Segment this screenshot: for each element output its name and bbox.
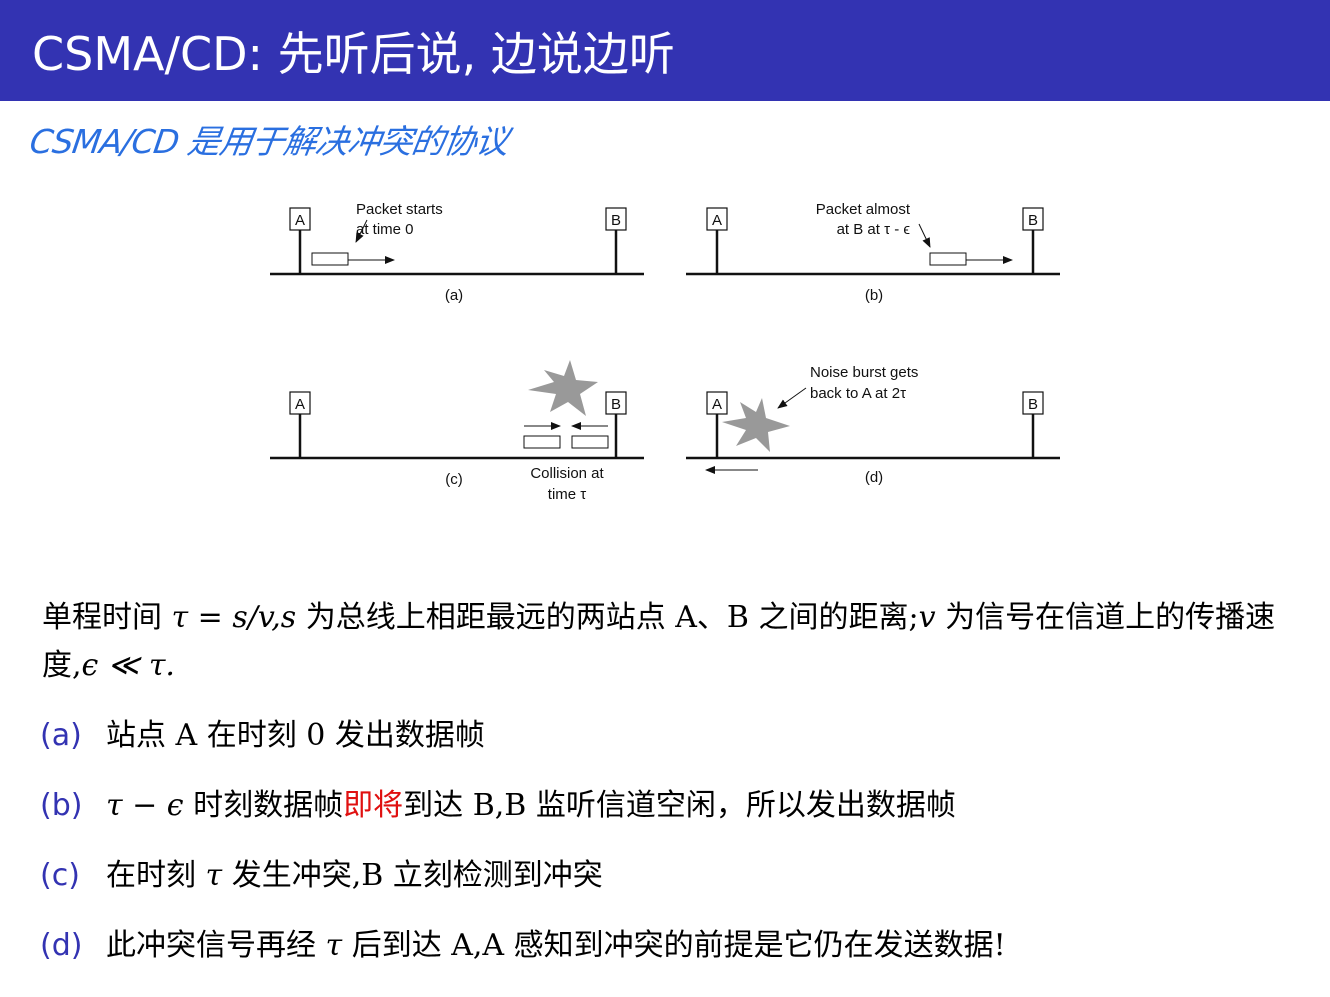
paragraph-math-1: τ = s/v,s <box>171 600 297 635</box>
panel-d-label: (d) <box>865 469 883 486</box>
panel-a-label: (a) <box>445 287 463 304</box>
panel-c-label: (c) <box>445 471 463 488</box>
caption-a-2: at time 0 <box>356 221 414 238</box>
pointer-arrow <box>355 219 368 243</box>
station-b-label: B <box>1028 396 1038 413</box>
item-text: 站点 A 在时刻 0 发出数据帧 <box>106 718 485 753</box>
panel-b-label: (b) <box>865 287 883 304</box>
explanation-paragraph: 单程时间 τ = s/v,s 为总线上相距最远的两站点 A、B 之间的距离;v … <box>42 594 1292 690</box>
panel-c: A B (c) Collision at time τ <box>270 360 644 503</box>
item-marker: (b) <box>40 788 83 823</box>
station-b-box <box>605 207 627 231</box>
item-marker: (c) <box>40 858 80 893</box>
paragraph-math-3: ϵ ≪ τ. <box>81 648 175 683</box>
paragraph-math-2: v <box>918 600 936 635</box>
noise-burst <box>722 398 790 452</box>
station-b-box <box>1022 391 1044 415</box>
item-math: τ <box>325 928 343 963</box>
list-item: (d) 此冲突信号再经 τ 后到达 A,A 感知到冲突的前提是它仍在发送数据! <box>40 922 1006 970</box>
item-text-post: 到达 B,B 监听信道空闲，所以发出数据帧 <box>403 788 956 823</box>
panel-d: A B Noise burst gets back to A at 2τ (d) <box>686 364 1060 486</box>
list-item: (a) 站点 A 在时刻 0 发出数据帧 <box>40 712 485 760</box>
caption-b-2: at B at τ - ϵ <box>837 221 911 238</box>
station-a-box <box>289 391 311 415</box>
item-text-post: 发生冲突,B 立刻检测到冲突 <box>222 858 603 893</box>
item-text-post: 后到达 A,A 感知到冲突的前提是它仍在发送数据! <box>342 928 1006 963</box>
caption-a-1: Packet starts <box>356 201 443 218</box>
caption-b-1: Packet almost <box>816 201 911 218</box>
packet <box>311 252 349 266</box>
caption-c-1: Collision at <box>530 465 604 482</box>
item-math: τ − ϵ <box>106 788 184 823</box>
list-item: (b) τ − ϵ 时刻数据帧即将到达 B,B 监听信道空闲，所以发出数据帧 <box>40 782 956 830</box>
packet-right <box>571 435 609 449</box>
station-b-box <box>605 391 627 415</box>
highlighted-text: 即将 <box>343 788 404 823</box>
paragraph-text-2: 为总线上相距最远的两站点 A、B 之间的距离; <box>296 600 919 635</box>
caption-c-2: time τ <box>548 486 587 503</box>
item-marker: (a) <box>40 718 82 753</box>
item-text: 时刻数据帧 <box>183 788 344 823</box>
caption-d-2: back to A at 2τ <box>810 385 906 402</box>
station-a-box <box>706 207 728 231</box>
item-text: 此冲突信号再经 <box>106 928 326 963</box>
packet <box>929 252 967 266</box>
panel-b: A B Packet almost at B at τ - ϵ (b) <box>686 201 1060 304</box>
station-b-box <box>1022 207 1044 231</box>
station-a-label: A <box>712 212 722 229</box>
panel-a: A B Packet starts at time 0 (a) <box>270 201 644 304</box>
caption-d-1: Noise burst gets <box>810 364 918 381</box>
csma-cd-figure: A B Packet starts at time 0 (a) A B Pack… <box>262 190 1072 520</box>
station-a-label: A <box>712 396 722 413</box>
collision-burst <box>528 360 598 416</box>
item-marker: (d) <box>40 928 83 963</box>
handwritten-annotation: CSMA/CD 是用于解决冲突的协议 <box>27 122 511 161</box>
list-item: (c) 在时刻 τ 发生冲突,B 立刻检测到冲突 <box>40 852 603 900</box>
pointer-arrow <box>777 387 807 409</box>
station-b-label: B <box>611 396 621 413</box>
title-bar: CSMA/CD: 先听后说, 边说边听 <box>0 0 1330 101</box>
pointer-arrow <box>918 223 931 248</box>
item-math: τ <box>205 858 223 893</box>
station-a-box <box>289 207 311 231</box>
page-title: CSMA/CD: 先听后说, 边说边听 <box>32 27 675 81</box>
figure-svg: A B Packet starts at time 0 (a) A B Pack… <box>270 201 1060 503</box>
station-a-label: A <box>295 212 305 229</box>
station-a-label: A <box>295 396 305 413</box>
station-b-label: B <box>611 212 621 229</box>
paragraph-text-1: 单程时间 <box>42 600 172 635</box>
paragraph-text-3: 为信号在信道上的传播速度, <box>42 600 1276 683</box>
station-a-box <box>706 391 728 415</box>
item-text: 在时刻 <box>106 858 206 893</box>
packet-left <box>523 435 561 449</box>
station-b-label: B <box>1028 212 1038 229</box>
